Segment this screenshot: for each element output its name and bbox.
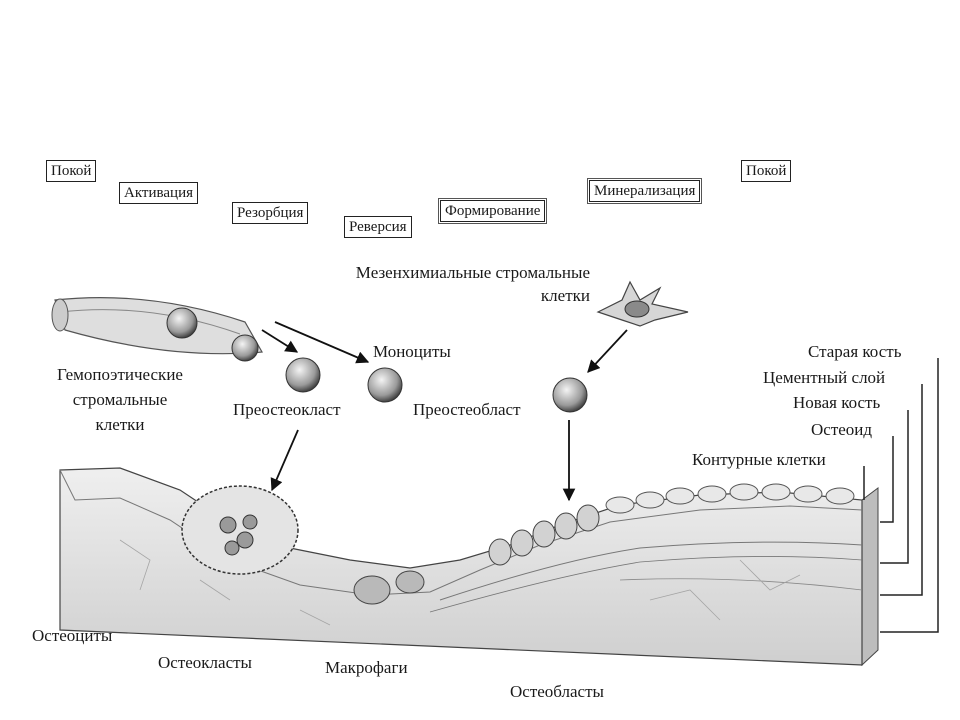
label-osteoblasts: Остеобласты bbox=[510, 682, 604, 701]
phase-rest-end: Покой bbox=[741, 160, 792, 182]
phase-formation: Формирование bbox=[437, 198, 548, 224]
phase-mineralization: Минерализация bbox=[586, 178, 703, 204]
label-preosteoclast: Преостеокласт bbox=[233, 400, 341, 419]
arrow-preosteoclast-to-osteoclast bbox=[270, 429, 299, 492]
arrow-vessel-to-monocyte bbox=[274, 321, 370, 364]
mesenchymal-stromal-cell bbox=[596, 280, 689, 327]
label-monocytes: Моноциты bbox=[373, 342, 451, 361]
osteoclast-cell bbox=[181, 485, 299, 575]
preosteoclast-cell bbox=[285, 357, 321, 393]
label-old-bone: Старая кость bbox=[808, 342, 902, 361]
label-osteocytes: Остеоциты bbox=[32, 626, 113, 645]
label-new-bone: Новая кость bbox=[793, 393, 881, 412]
leader-osteoid bbox=[880, 436, 894, 523]
label-preosteoblast: Преостеобласт bbox=[413, 400, 521, 419]
arrow-vessel-to-preosteoclast bbox=[261, 329, 299, 353]
leader-old-bone bbox=[880, 358, 939, 633]
label-mesenchymal-line2: клетки bbox=[540, 286, 590, 305]
label-mesenchymal-line1: Мезенхимиальные стромальные bbox=[355, 263, 590, 282]
label-cement-layer: Цементный слой bbox=[763, 368, 886, 387]
label-hematopoietic-line3: клетки bbox=[95, 415, 145, 434]
label-macrophages: Макрофаги bbox=[325, 658, 408, 677]
leader-new-bone bbox=[880, 410, 909, 564]
blood-vessel bbox=[51, 297, 263, 362]
bone-block bbox=[59, 467, 879, 667]
leader-cement-layer bbox=[880, 384, 923, 596]
label-osteoid: Остеоид bbox=[811, 420, 873, 439]
label-hematopoietic-line2: стромальные bbox=[72, 390, 168, 409]
label-contour-cells: Контурные клетки bbox=[692, 450, 826, 469]
arrows bbox=[261, 321, 628, 502]
arrow-mesenchymal-to-preosteoblast bbox=[587, 329, 628, 373]
label-osteoclasts: Остеокласты bbox=[158, 653, 252, 672]
phase-reversal: Реверсия bbox=[344, 216, 412, 238]
preosteoblast-cell bbox=[552, 377, 588, 413]
phase-activation: Активация bbox=[119, 182, 199, 204]
phase-resorption: Резорбция bbox=[232, 202, 309, 224]
label-hematopoietic-line1: Гемопоэтические bbox=[57, 365, 183, 384]
layer-leader-lines bbox=[863, 358, 939, 633]
monocyte-cell bbox=[367, 367, 403, 403]
phase-rest-start: Покой bbox=[46, 160, 97, 182]
